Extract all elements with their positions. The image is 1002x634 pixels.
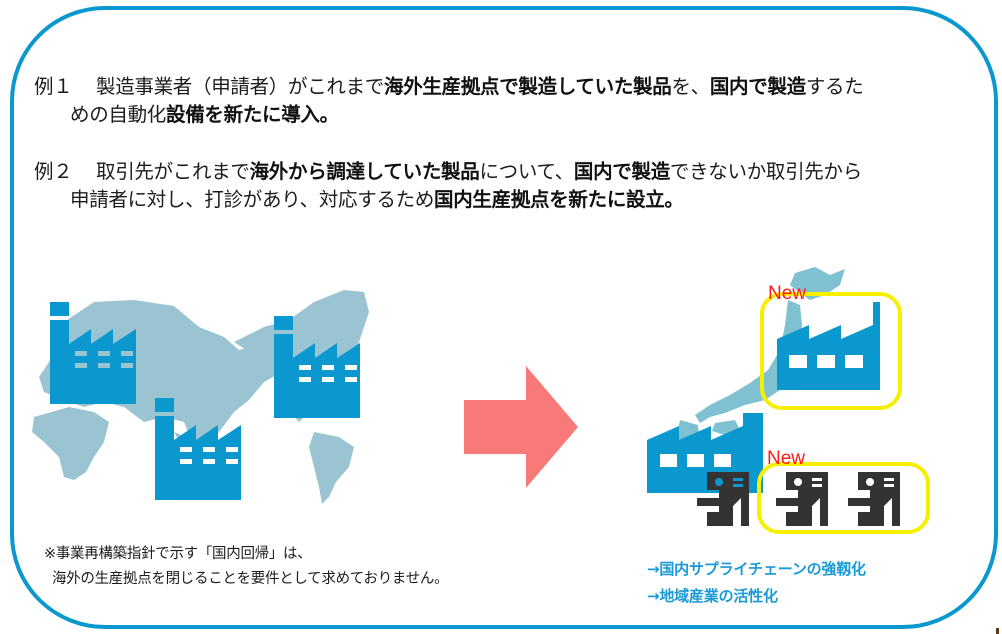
text-segment: できないか取引先から [669,160,862,183]
text-segment: を、 [671,75,710,98]
result-item: →国内サプライチェーンの強靱化 [647,560,866,578]
factory-icon [155,398,241,500]
footnote-line-1: ※事業再構築指針で示す「国内回帰」は、 [44,546,312,562]
new-label: New [767,448,806,469]
example-2-label: 例２ [34,160,73,183]
new-machines-highlight [757,462,930,534]
example-2: 例２ 取引先がこれまで海外から調達していた製品について、国内で製造できないか取引先… [34,158,862,214]
results-list: →国内サプライチェーンの強靱化 →地域産業の活性化 [647,556,866,610]
text-segment: 製造事業者（申請者）がこれまで [96,75,385,98]
machine-icon [848,472,900,526]
example-1: 例１ 製造事業者（申請者）がこれまで海外生産拠点で製造していた製品を、国内で製造す… [34,73,864,129]
footnote-line-2: 海外の生産拠点を閉じることを要件として求めておりません。 [52,571,449,587]
text-segment-bold: 設備を新たに導入。 [166,103,339,126]
text-segment-bold: 国内生産拠点を新たに設立。 [434,188,684,211]
example-2-line-1: 例２ 取引先がこれまで海外から調達していた製品について、国内で製造できないか取引先… [34,158,862,186]
factory-icon [50,302,136,404]
text-segment: するた [805,75,864,98]
example-1-label: 例１ [34,75,73,98]
world-map-icon [32,290,369,504]
result-item: →地域産業の活性化 [647,587,778,605]
example-1-line-2: めの自動化設備を新たに導入。 [34,101,863,129]
footnote: ※事業再構築指針で示す「国内回帰」は、 海外の生産拠点を閉じることを要件として求… [44,542,449,592]
machine-icon [776,472,828,526]
text-segment: 申請者に対し、打診があり、対応するため [70,188,435,211]
text-segment-bold: 海外生産拠点で製造していた製品 [384,75,672,98]
example-2-line-2: 申請者に対し、打診があり、対応するため国内生産拠点を新たに設立。 [34,186,862,214]
new-label: New [768,283,807,304]
text-segment-bold: 海外から調達していた製品 [249,160,480,183]
factory-icon [274,316,360,418]
text-segment-bold: 国内で製造 [573,160,670,183]
text-segment-bold: 国内で製造 [709,75,806,98]
text-segment: 取引先がこれまで [96,160,250,183]
machine-icon [697,472,749,526]
example-1-line-1: 例１ 製造事業者（申請者）がこれまで海外生産拠点で製造していた製品を、国内で製造す… [34,73,864,101]
text-segment: めの自動化 [70,103,167,126]
corner-mark [996,628,999,634]
text-segment: について、 [479,160,574,183]
right-arrow-icon [464,366,578,488]
new-factory-highlight [760,292,902,410]
